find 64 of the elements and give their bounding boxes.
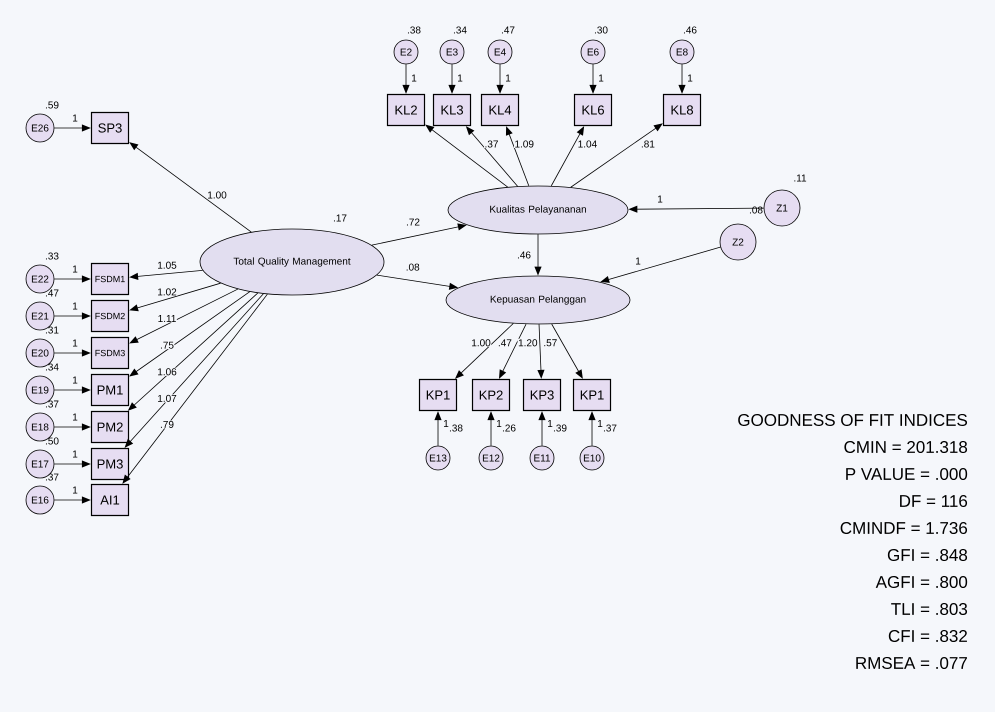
indicator-box: PM3 <box>90 448 130 480</box>
edge-label: 1 <box>72 339 78 347</box>
variance-label: .46 <box>684 26 697 34</box>
variance-label: .30 <box>594 26 608 34</box>
indicator-box: PM2 <box>90 410 130 444</box>
variance-label: .37 <box>604 424 616 432</box>
fit-index-text: CFI = .832 <box>888 630 967 642</box>
edge-label: 1 <box>596 420 604 428</box>
indicator-box: FSDM2 <box>90 300 130 332</box>
fit-index-text: GFI = .848 <box>888 548 968 562</box>
variance-label: .11 <box>794 174 806 182</box>
indicator-box: KL6 <box>574 94 612 126</box>
indicator-box: KL3 <box>432 94 472 126</box>
indicator-box: KL8 <box>662 94 702 126</box>
indicator-box: SP3 <box>90 112 130 144</box>
indicator-box: KL2 <box>386 94 426 126</box>
indicator-box: AI1 <box>90 484 130 516</box>
indicator-box: FSDM1 <box>90 262 130 296</box>
fit-index-text: TLI = .803 <box>891 603 968 616</box>
edge-label: 1 <box>456 74 464 82</box>
fit-index-text: GOODNESS OF FIT INDICES <box>738 414 968 426</box>
variance-label: .26 <box>502 424 516 432</box>
edge-label: 1 <box>634 257 642 265</box>
variance-label: .38 <box>408 26 421 34</box>
variance-label: .59 <box>46 101 58 109</box>
edge-label: 1 <box>72 265 78 273</box>
edge-label: 1 <box>72 376 78 384</box>
indicator-box: KL4 <box>480 94 520 126</box>
fit-index-text: CMINDF = 1.736 <box>840 522 968 534</box>
fit-index-text: DF = 116 <box>900 494 968 508</box>
edge-label: 1.05 <box>156 261 178 270</box>
fit-index-text: AGFI = .800 <box>876 576 968 588</box>
edge-label: .72 <box>406 218 420 226</box>
edge-label: 1 <box>410 74 418 82</box>
variance-label: .17 <box>334 214 346 222</box>
edge-label: 1 <box>598 74 604 82</box>
edge-label: 1 <box>72 486 78 494</box>
edge-label: 1 <box>686 74 694 82</box>
indicator-box: KP3 <box>522 378 562 412</box>
edge-label: .08 <box>405 263 420 272</box>
variance-label: .47 <box>502 26 514 34</box>
edge-label: 1 <box>72 413 78 421</box>
indicator-box: KP1 <box>418 378 458 412</box>
variance-label: .33 <box>46 252 59 260</box>
edge-label: 1 <box>442 420 450 428</box>
edge-label: 1 <box>656 195 664 203</box>
fit-index-text: P VALUE = .000 <box>846 468 968 480</box>
indicator-box: FSDM3 <box>90 336 130 370</box>
edge-label: 1 <box>72 114 78 122</box>
variance-label: .34 <box>454 26 467 34</box>
indicator-box: KP1 <box>572 378 612 412</box>
indicator-box: PM1 <box>90 374 130 406</box>
variance-label: .38 <box>450 424 463 432</box>
edge-label: 1 <box>546 420 554 428</box>
edge-label: 1.11 <box>157 314 177 322</box>
indicator-box: KP2 <box>472 378 510 412</box>
edge-label: 1 <box>72 302 78 310</box>
variance-label: .39 <box>554 424 566 432</box>
edge-label: 1 <box>504 74 512 82</box>
fit-index-text: RMSEA = .077 <box>856 657 967 670</box>
edge-label: .75 <box>160 341 174 350</box>
edge-label: 1 <box>72 450 78 458</box>
edge-label: 1 <box>496 420 502 428</box>
fit-index-text: CMIN = 201.318 <box>844 440 968 454</box>
